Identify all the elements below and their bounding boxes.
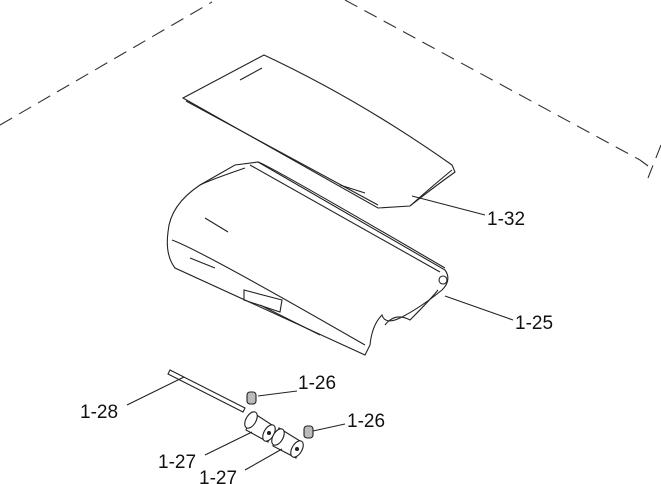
leader-lines xyxy=(126,195,514,471)
callout-label: 1-27 xyxy=(158,452,197,473)
callout-label: 1-32 xyxy=(487,209,526,230)
part-cover-plate xyxy=(181,54,456,209)
callout-label: 1-26 xyxy=(298,373,337,394)
callout-label: 1-25 xyxy=(515,313,554,334)
part-spring xyxy=(246,391,314,439)
callout-label: 1-28 xyxy=(80,402,119,423)
part-shaft xyxy=(167,369,246,413)
callout-label: 1-26 xyxy=(347,411,386,432)
part-roller xyxy=(244,411,304,459)
dashed-boundary xyxy=(0,0,661,179)
part-housing xyxy=(166,161,449,356)
callout-label: 1-27 xyxy=(199,468,238,484)
